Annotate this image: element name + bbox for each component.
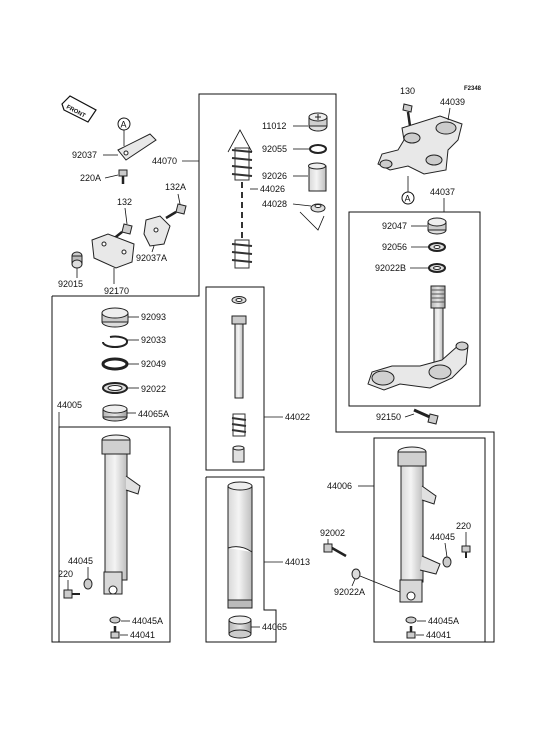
washer-44045A-right (405, 616, 417, 624)
svg-text:A: A (121, 120, 127, 130)
label-44039: 44039 (440, 97, 465, 107)
bolt-132A (165, 203, 187, 220)
oil-seal-92049 (101, 357, 129, 371)
bolt-130 (402, 103, 413, 127)
o-ring-92022B (428, 263, 446, 273)
label-92047: 92047 (382, 221, 407, 231)
label-44045-left: 44045 (68, 556, 93, 566)
o-ring-92055 (309, 144, 327, 154)
label-44045A-left: 44045A (132, 616, 163, 626)
bolt-220A (118, 169, 128, 184)
bolt-92150 (413, 408, 439, 425)
label-44065: 44065 (262, 622, 287, 632)
upper-bracket-44039 (377, 115, 463, 175)
bushing-44065 (228, 615, 252, 639)
label-44045A-right: 44045A (428, 616, 459, 626)
clamp-92170 (91, 233, 135, 269)
label-92026: 92026 (262, 171, 287, 181)
bolt-220-right (461, 545, 471, 558)
left-outer-tube-box (58, 426, 171, 643)
bolt-220-left (63, 589, 80, 599)
label-92170: 92170 (104, 286, 129, 296)
spacer-92026 (308, 162, 327, 192)
bushing-44065A (102, 404, 128, 422)
clamp-92037 (117, 133, 157, 161)
washer-92022 (102, 382, 128, 394)
label-92093: 92093 (141, 312, 166, 322)
fork-inner-tube-box (205, 286, 265, 471)
right-outer-tube-box (373, 437, 486, 643)
label-92056: 92056 (382, 242, 407, 252)
label-44006: 44006 (327, 481, 352, 491)
label-11012: 11012 (262, 121, 286, 131)
inner-tube-44022 (231, 296, 247, 463)
clamp-92037A (143, 215, 171, 247)
bolt-92002 (323, 543, 347, 558)
label-92002: 92002 (320, 528, 345, 538)
grommet-92015 (71, 251, 83, 269)
label-44041-left: 44041 (130, 630, 155, 640)
circlip-92033 (102, 335, 129, 348)
label-44005: 44005 (57, 400, 82, 410)
label-220A: 220A (80, 173, 101, 183)
washer-44045-left (83, 578, 93, 590)
dust-seal-92093 (101, 307, 129, 328)
label-130: 130 (400, 86, 415, 96)
fork-spring-44026 (227, 129, 253, 269)
label-44026: 44026 (260, 184, 285, 194)
label-44070: 44070 (152, 156, 177, 166)
label-132A: 132A (165, 182, 186, 192)
main-outline (52, 93, 495, 643)
left-outer-tube (101, 434, 141, 595)
washer-44028 (299, 203, 326, 231)
label-44037: 44037 (430, 187, 455, 197)
label-92150: 92150 (376, 412, 401, 422)
label-92037: 92037 (72, 150, 97, 160)
bearing-92056 (428, 242, 446, 252)
washer-44045-right (442, 556, 452, 568)
label-44041-right: 44041 (426, 630, 451, 640)
label-92037A: 92037A (136, 253, 167, 263)
bolt-44041-right (406, 626, 416, 639)
label-92022: 92022 (141, 384, 166, 394)
cap-bolt-11012 (308, 112, 328, 132)
front-arrow-icon: FRONT (61, 95, 97, 123)
label-44045-right: 44045 (430, 532, 455, 542)
ref-marker-a-right: A (401, 191, 415, 205)
label-92015: 92015 (58, 279, 83, 289)
right-outer-tube (397, 446, 441, 603)
steering-stem (367, 285, 469, 391)
steering-stem-box (348, 211, 481, 407)
fork-tube-box (205, 476, 277, 643)
washer-92022A (351, 568, 401, 593)
label-44065A: 44065A (138, 409, 169, 419)
label-220-right: 220 (456, 521, 471, 531)
label-44028: 44028 (262, 199, 287, 209)
figure-code: F2348 (464, 86, 482, 92)
fork-tube-44013 (227, 481, 253, 609)
label-44022: 44022 (285, 412, 310, 422)
label-92022B: 92022B (375, 263, 406, 273)
dust-seal-92047 (427, 217, 447, 235)
bolt-44041-left (110, 626, 120, 639)
label-44013: 44013 (285, 557, 310, 567)
svg-text:A: A (405, 194, 411, 204)
label-92022A: 92022A (334, 587, 365, 597)
label-92055: 92055 (262, 144, 287, 154)
label-92033: 92033 (141, 335, 166, 345)
label-92049: 92049 (141, 359, 166, 369)
washer-44045A-left (109, 616, 121, 624)
label-220-left: 220 (58, 569, 73, 579)
label-132: 132 (117, 197, 132, 207)
ref-marker-a-left: A (117, 117, 131, 131)
